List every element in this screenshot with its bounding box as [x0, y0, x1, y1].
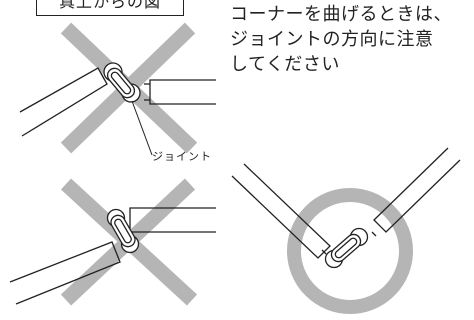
instruction-line-2: ジョイントの方向に注意	[230, 29, 434, 50]
rail-diagonal-bottom	[9, 241, 121, 305]
rail-right-correct	[373, 147, 461, 233]
rail-right-top	[149, 79, 216, 105]
joint-top	[103, 62, 141, 103]
instruction-text: コーナーを曲げるときは、 ジョイントの方向に注意 してください	[230, 2, 474, 77]
joint-caption-leader	[131, 100, 153, 156]
instruction-line-1: コーナーを曲げるときは、	[230, 4, 452, 25]
joint-caption: ジョイント	[152, 150, 212, 163]
rail-right-bottom	[129, 207, 216, 233]
joint-bottom	[106, 208, 140, 254]
joint-correct	[324, 227, 369, 269]
instruction-line-3: してください	[230, 54, 340, 75]
incorrect-example-top	[19, 22, 216, 156]
incorrect-example-bottom	[9, 178, 216, 306]
circle-mark	[287, 188, 413, 314]
correct-example	[231, 147, 461, 314]
view-label: 真上からの図	[36, 0, 184, 16]
